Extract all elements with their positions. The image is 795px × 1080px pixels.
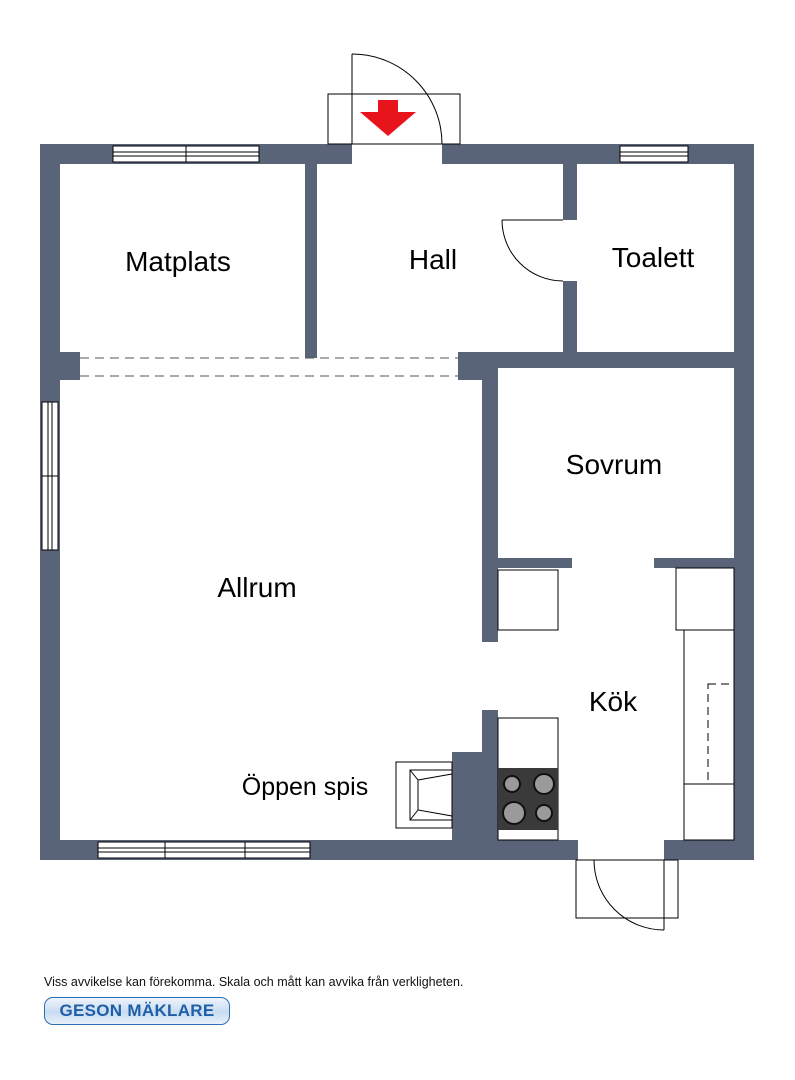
window-icon-matplats bbox=[112, 145, 260, 163]
brand-logo: GESON MÄKLARE bbox=[44, 997, 230, 1025]
room-label-oppen-spis: Öppen spis bbox=[242, 773, 368, 801]
brand-name: GESON MÄKLARE bbox=[59, 1001, 215, 1020]
fireplace-icon bbox=[395, 761, 453, 829]
floor-plan: Matplats Hall Toalett Sovrum Allrum Kök … bbox=[40, 53, 754, 931]
room-label-toalett: Toalett bbox=[612, 242, 695, 273]
open-divisions bbox=[80, 357, 458, 377]
walls bbox=[40, 144, 754, 860]
windows bbox=[41, 145, 689, 859]
stove-icon bbox=[498, 768, 558, 830]
room-label-matplats: Matplats bbox=[125, 246, 231, 277]
down-arrow-icon bbox=[360, 100, 416, 136]
disclaimer-text: Viss avvikelse kan förekomma. Skala och … bbox=[44, 975, 464, 989]
window-icon-allrum-bottom bbox=[97, 841, 311, 859]
toalett-door bbox=[501, 219, 564, 282]
window-icon-allrum-left bbox=[41, 401, 59, 551]
room-labels: Matplats Hall Toalett Sovrum Allrum Kök … bbox=[125, 242, 694, 801]
room-label-sovrum: Sovrum bbox=[566, 449, 662, 480]
kitchen-fixtures bbox=[497, 567, 735, 841]
main-entrance bbox=[327, 53, 461, 145]
window-icon-toalett bbox=[619, 145, 689, 163]
door-swing-icon-back bbox=[593, 859, 665, 931]
room-label-hall: Hall bbox=[409, 244, 457, 275]
door-swing-icon-toalett bbox=[501, 219, 564, 282]
room-label-kok: Kök bbox=[589, 686, 638, 717]
room-label-allrum: Allrum bbox=[217, 572, 296, 603]
back-entrance bbox=[575, 859, 679, 931]
door-swing-icon bbox=[351, 53, 443, 145]
